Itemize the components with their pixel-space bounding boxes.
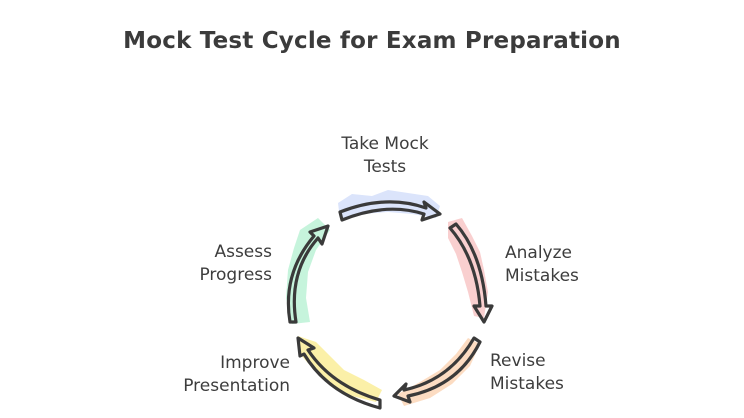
highlight-assess	[286, 218, 330, 324]
step-analyze-mistakes: Analyze Mistakes	[505, 242, 579, 288]
arrow-assess-to-take-icon	[286, 224, 330, 324]
step-label-line1: Revise	[490, 351, 546, 371]
arrow-improve-to-assess-icon	[296, 336, 382, 410]
diagram-title: Mock Test Cycle for Exam Preparation	[123, 28, 621, 54]
step-label-line2: Mistakes	[505, 266, 579, 286]
step-label-line2: Tests	[363, 157, 407, 177]
step-improve-presentation: Improve Presentation	[150, 352, 290, 398]
step-label-line2: Progress	[199, 265, 272, 285]
step-revise-mistakes: Revise Mistakes	[490, 350, 564, 396]
highlight-revise	[398, 338, 480, 406]
arrow-revise-to-improve-icon	[392, 336, 482, 404]
step-label-line1: Analyze	[505, 243, 572, 263]
step-label-line2: Mistakes	[490, 374, 564, 394]
step-label-line1: Take Mock	[341, 134, 429, 154]
highlight-improve	[298, 336, 382, 402]
arrow-take-to-analyze-icon	[338, 200, 442, 222]
step-assess-progress: Assess Progress	[160, 241, 272, 287]
step-label-line1: Improve	[220, 353, 290, 373]
step-take-mock-tests: Take Mock Tests	[320, 133, 450, 179]
step-label-line1: Assess	[214, 242, 272, 262]
step-label-line2: Presentation	[183, 376, 290, 396]
arrow-analyze-to-revise-icon	[448, 222, 494, 324]
